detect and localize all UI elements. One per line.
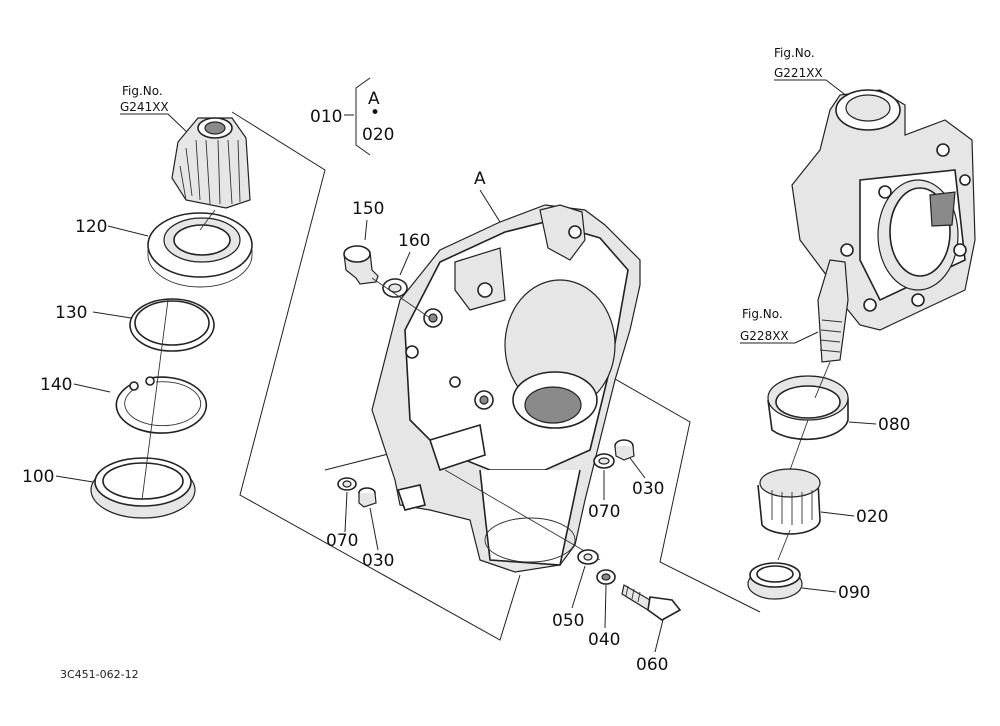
part-label-060: 060 (636, 655, 668, 675)
fig-ref-shaft-label: Fig.No. (742, 307, 783, 321)
assembly-boundary-left (231, 111, 521, 641)
group-note-bracket (355, 77, 371, 156)
fig-ref-upper-number: G221XX (774, 66, 823, 80)
upper-right-assembly: Fig.No. G221XX (774, 46, 976, 363)
part-label-150: 150 (352, 199, 384, 219)
drawing-code: 3C451-062-12 (60, 668, 139, 681)
part-label-020: 020 (856, 507, 888, 527)
part-label-090: 090 (838, 583, 870, 603)
part-label-050: 050 (552, 611, 584, 631)
plug-bolt (343, 245, 379, 285)
stud-bolt (621, 584, 682, 621)
group-note-bottom-number: 020 (362, 125, 394, 145)
bolt-right (614, 439, 635, 461)
fig-ref-shaft-leader (740, 331, 819, 344)
group-note-left-number: 010 (310, 107, 342, 127)
washer-050 (577, 549, 599, 565)
part-label-070-right: 070 (588, 502, 620, 522)
part-label-120: 120 (75, 217, 107, 237)
fig-ref-upper-leader (774, 79, 853, 101)
ball-bearing (147, 212, 253, 288)
needle-bushing (757, 468, 821, 535)
washer-right (593, 453, 615, 469)
fig-ref-gear-label: Fig.No. (122, 84, 163, 98)
left-parts-column: Fig.No. G241XX 120 130 (22, 84, 253, 519)
bevel-pinion-gear (171, 117, 251, 209)
washer-040 (596, 569, 616, 585)
part-label-100: 100 (22, 467, 54, 487)
gear-housing: A (371, 169, 641, 573)
fig-ref-shaft-number: G228XX (740, 329, 789, 343)
group-note-letter: A (368, 89, 380, 109)
part-label-080: 080 (878, 415, 910, 435)
fig-ref-gear-number: G241XX (120, 100, 169, 114)
group-note: 010 A • 020 (310, 77, 394, 156)
o-ring (129, 298, 215, 352)
part-label-130: 130 (55, 303, 87, 323)
part-label-160: 160 (398, 231, 430, 251)
bearing-cup (767, 375, 849, 441)
part-label-030-right: 030 (632, 479, 664, 499)
group-note-dot: • (370, 103, 380, 123)
fig-ref-upper-label: Fig.No. (774, 46, 815, 60)
bolt-left (358, 487, 377, 508)
sealing-washer (382, 278, 408, 298)
fig-ref-gear-leader (120, 113, 191, 136)
part-label-040: 040 (588, 630, 620, 650)
washer-left (337, 477, 357, 491)
snap-ring (115, 376, 208, 434)
part-label-070-left: 070 (326, 531, 358, 551)
oil-seal (90, 457, 196, 519)
assembly-marker-a: A (474, 169, 486, 189)
assembly-boundary-right (567, 351, 761, 613)
part-label-030-left: 030 (362, 551, 394, 571)
shaft-seal (747, 562, 803, 600)
part-label-140: 140 (40, 375, 72, 395)
